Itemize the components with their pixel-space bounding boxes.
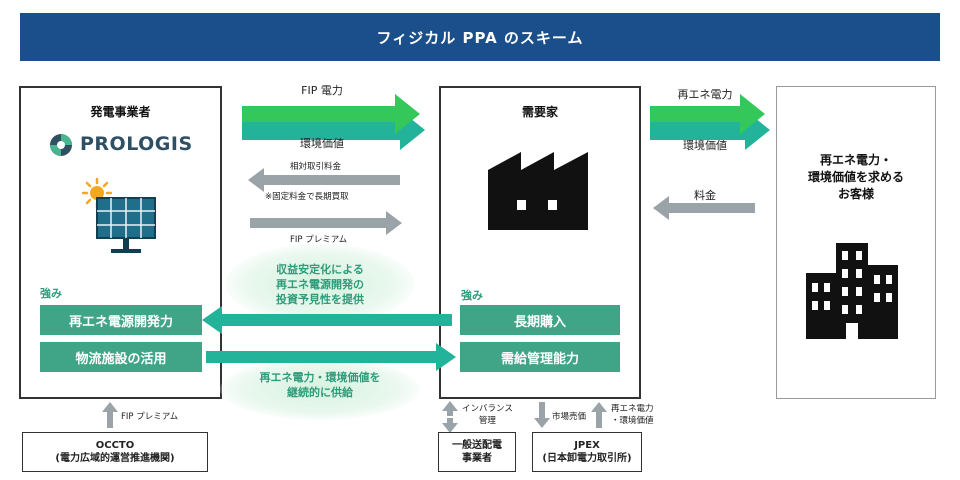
callout-top-glow — [225, 244, 415, 324]
relative-trade-label: 相対取引料金 — [290, 162, 342, 172]
dist-line-1: 一般送配電 — [452, 440, 502, 451]
customer-box — [776, 86, 936, 399]
market-sale-label: 市場売価 — [552, 412, 587, 422]
fip-premium-bottom-arrow — [102, 402, 118, 428]
callout-top: 収益安定化による 再エネ電源開発の 投資予見性を提供 — [230, 262, 410, 307]
market-sale-arrow — [534, 402, 550, 428]
re-env-label: 再エネ電力 ・環境価値 — [611, 403, 654, 427]
re-power-arrow — [650, 94, 770, 150]
occto-full: (電力広域的運営推進機関) — [55, 453, 175, 464]
occto-box: OCCTO (電力広域的運営推進機関) — [22, 432, 208, 472]
imbalance-arrow — [442, 401, 458, 433]
solar-panel-icon — [96, 197, 156, 253]
fip-power-label: FIP 電力 — [301, 84, 343, 97]
customer-line-2: 環境価値を求める — [807, 170, 904, 184]
dist-line-2: 事業者 — [462, 453, 492, 464]
re-env-line-2: ・環境価値 — [611, 416, 654, 426]
prologis-logo-text: PROLOGIS — [80, 133, 193, 155]
fip-power-arrow — [242, 94, 425, 150]
imbalance-label: インバランス 管理 — [462, 403, 513, 427]
fixed-rate-label: ※固定料金で長期買取 — [265, 192, 349, 202]
occto-name: OCCTO — [95, 440, 135, 451]
relative-trade-arrow — [248, 168, 400, 192]
env-value-right-label: 環境価値 — [683, 139, 727, 152]
callout-bottom: 再エネ電力・環境価値を 継続的に供給 — [225, 370, 415, 400]
jpex-name: JPEX — [574, 440, 600, 451]
page-title: フィジカル PPA のスキーム — [20, 13, 940, 61]
fip-premium-mid-arrow — [250, 211, 402, 235]
consumer-strength-1: 長期購入 — [460, 305, 620, 335]
env-value-left-label: 環境価値 — [300, 137, 344, 150]
fee-arrow — [653, 196, 755, 220]
callout-bottom-line-2: 継続的に供給 — [287, 386, 353, 399]
consumer-heading: 需要家 — [521, 105, 558, 119]
callout-top-line-1: 収益安定化による — [276, 263, 364, 276]
prologis-logo-icon — [50, 134, 72, 156]
fee-label: 料金 — [694, 189, 716, 202]
imbalance-line-2: 管理 — [478, 416, 496, 426]
customer-line-1: 再エネ電力・ — [819, 153, 892, 167]
re-power-label: 再エネ電力 — [677, 88, 733, 101]
dist-box: 一般送配電 事業者 — [438, 432, 516, 472]
fip-premium-mid-label: FIP プレミアム — [290, 235, 348, 245]
supply-arrow — [206, 343, 456, 371]
generator-heading: 発電事業者 — [90, 105, 151, 119]
building-icon — [806, 243, 898, 339]
jpex-full: (日本卸電力取引所) — [542, 453, 632, 464]
fip-premium-bottom-label: FIP プレミアム — [121, 412, 179, 422]
callout-bottom-glow — [220, 358, 420, 420]
generator-strength-2: 物流施設の活用 — [40, 342, 202, 372]
callout-bottom-line-1: 再エネ電力・環境価値を — [259, 371, 381, 384]
re-env-line-1: 再エネ電力 — [611, 404, 654, 414]
generator-strength-1: 再エネ電源開発力 — [40, 305, 202, 335]
callout-top-line-2: 再エネ電源開発の — [276, 278, 364, 291]
jpex-box: JPEX (日本卸電力取引所) — [532, 432, 642, 472]
factory-icon — [488, 152, 588, 230]
re-env-arrow — [591, 402, 607, 428]
consumer-strength-2: 需給管理能力 — [460, 342, 620, 372]
generator-strength-label: 強み — [40, 287, 62, 300]
customer-line-3: お客様 — [837, 187, 874, 201]
sun-icon — [82, 178, 112, 208]
investment-arrow — [202, 306, 452, 334]
callout-top-line-3: 投資予見性を提供 — [276, 293, 364, 306]
imbalance-line-1: インバランス — [462, 404, 513, 414]
consumer-strength-label: 強み — [461, 289, 483, 302]
customer-text: 再エネ電力・ 環境価値を求める お客様 — [776, 152, 936, 203]
